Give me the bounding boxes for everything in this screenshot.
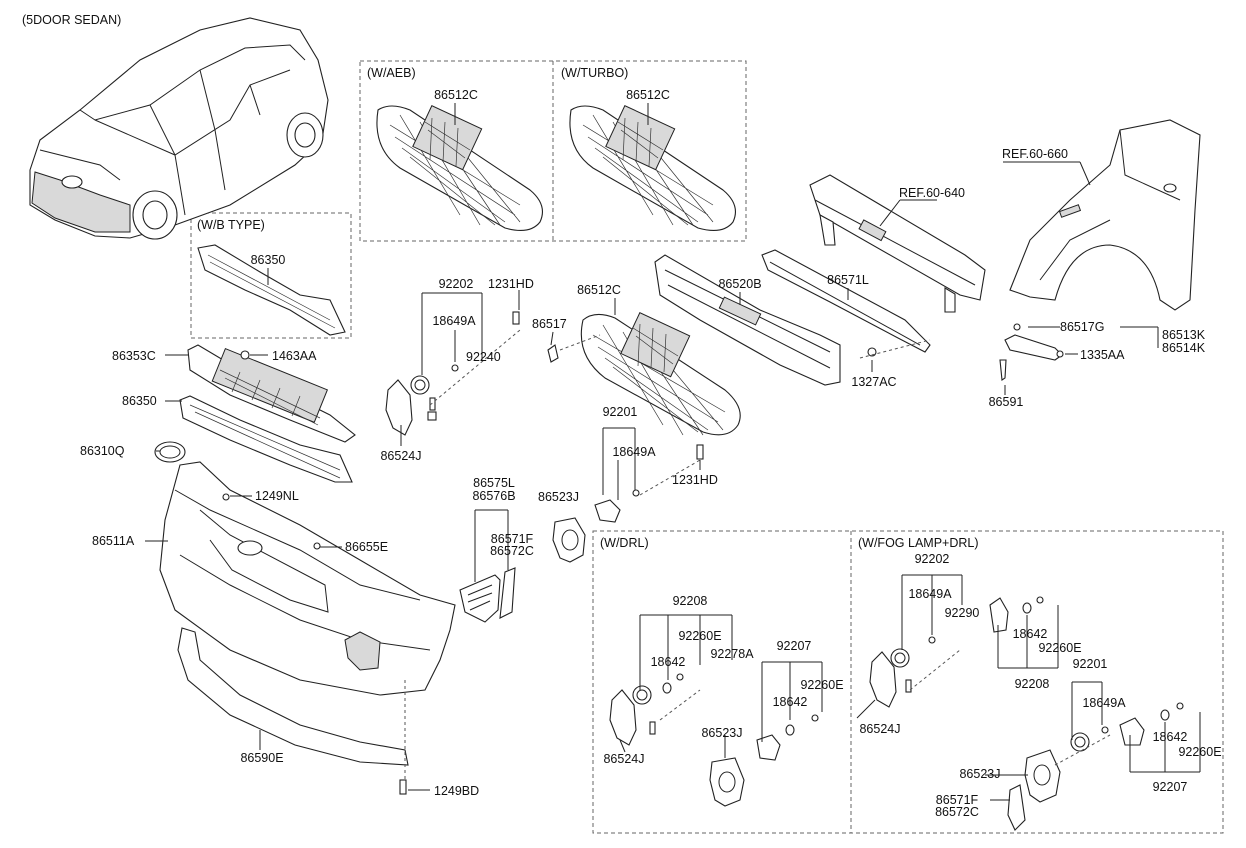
fog-lamp-86524J [869,636,936,708]
label-btype-86350: 86350 [251,253,286,267]
label-86520B: 86520B [718,277,761,291]
title-aeb: (W/AEB) [367,66,416,80]
title-sedan: (5DOOR SEDAN) [22,13,121,27]
label-86511A: 86511A [92,534,135,548]
label-18649A: 18649A [432,314,476,328]
fog-lamp-86523J [1007,702,1184,831]
label-ref660: REF.60-660 [1002,147,1068,161]
drl-lamp-86524J [609,673,684,746]
label-drl-18642-b: 18642 [773,695,808,709]
title-drl: (W/DRL) [600,536,649,550]
fasteners [222,311,877,795]
label-ref640: REF.60-640 [899,186,965,200]
dashed-lines [404,329,1111,780]
foglamp-86524J [385,364,459,436]
label-drl-92208: 92208 [673,594,708,608]
label-86571L: 86571L [827,273,869,287]
label-1231HD-b: 1231HD [672,473,718,487]
label-86310Q: 86310Q [80,444,125,458]
label-fog-92260E-b: 92260E [1178,745,1221,759]
label-86591: 86591 [989,395,1024,409]
label-drl-18642: 18642 [651,655,686,669]
label-fog-18642: 18642 [1013,627,1048,641]
label-86517: 86517 [532,317,567,331]
label-fog-92207: 92207 [1153,780,1188,794]
label-86517G: 86517G [1060,320,1104,334]
title-turbo: (W/TURBO) [561,66,628,80]
label-86572C: 86572C [490,544,534,558]
label-fog-92290: 92290 [945,606,980,620]
bumper-86511A [159,461,456,696]
label-fog-86524J: 86524J [859,722,900,736]
fog-drl-92208 [989,596,1044,633]
grille-86350 [179,395,353,483]
leader-lines [145,103,1201,801]
label-86524J: 86524J [380,449,421,463]
grille-upper [187,344,356,443]
label-18649A-b: 18649A [612,445,656,459]
car-illustration [29,17,329,240]
label-drl-92260E-b: 92260E [800,678,843,692]
cover-86575L [459,567,516,623]
label-drl-86524J: 86524J [603,752,644,766]
grille-86512C [580,311,741,436]
label-1231HD-a: 1231HD [488,277,534,291]
label-86513K: 86513K [1162,328,1206,342]
label-86571F: 86571F [491,532,534,546]
drl-fog-box [592,530,1224,834]
label-86575L: 86575L [473,476,515,490]
foglamp-86523J [552,489,640,563]
bracket-86513K [999,323,1064,381]
label-aeb-86512C: 86512C [434,88,478,102]
label-fog-86571F: 86571F [936,793,979,807]
label-86512C: 86512C [577,283,621,297]
label-1249BD: 1249BD [434,784,479,798]
drl-lamp-86523J [709,714,819,807]
label-fog-18649A-b: 18649A [1082,696,1126,710]
label-1327AC: 1327AC [851,375,896,389]
label-86523J: 86523J [538,490,579,504]
label-1249NL: 1249NL [255,489,299,503]
label-fog-86572C: 86572C [935,805,979,819]
label-drl-92207: 92207 [777,639,812,653]
label-drl-92278A: 92278A [710,647,754,661]
grille-turbo [569,104,736,231]
label-fog-92202: 92202 [915,552,950,566]
title-foglamp: (W/FOG LAMP+DRL) [858,536,979,550]
label-92240: 92240 [466,350,501,364]
label-86514K: 86514K [1162,341,1206,355]
label-1335AA: 1335AA [1080,348,1125,362]
label-92202: 92202 [439,277,474,291]
label-fog-92208: 92208 [1015,677,1050,691]
label-fog-86523J: 86523J [959,767,1000,781]
label-fog-18642-b: 18642 [1153,730,1188,744]
btype-box [190,212,352,339]
beam-ref640 [809,174,986,313]
label-86576B: 86576B [472,489,515,503]
label-1463AA: 1463AA [272,349,317,363]
grille-btype [197,244,346,336]
label-86590E: 86590E [240,751,283,765]
label-drl-92260E: 92260E [678,629,721,643]
label-86353C: 86353C [112,349,156,363]
emblem-86310Q [154,441,186,463]
label-turbo-86512C: 86512C [626,88,670,102]
label-drl-86523J: 86523J [701,726,742,740]
lip-86590E [177,627,409,766]
title-btype: (W/B TYPE) [197,218,265,232]
label-fog-18649A: 18649A [908,587,952,601]
label-86350: 86350 [122,394,157,408]
absorber-86520B [654,254,841,386]
fender-ref660 [1009,119,1201,311]
label-92201: 92201 [603,405,638,419]
label-fog-92201: 92201 [1073,657,1108,671]
label-fog-92260E: 92260E [1038,641,1081,655]
label-86655E: 86655E [345,540,388,554]
grille-aeb [376,104,543,231]
bracket-86571L [761,249,931,353]
